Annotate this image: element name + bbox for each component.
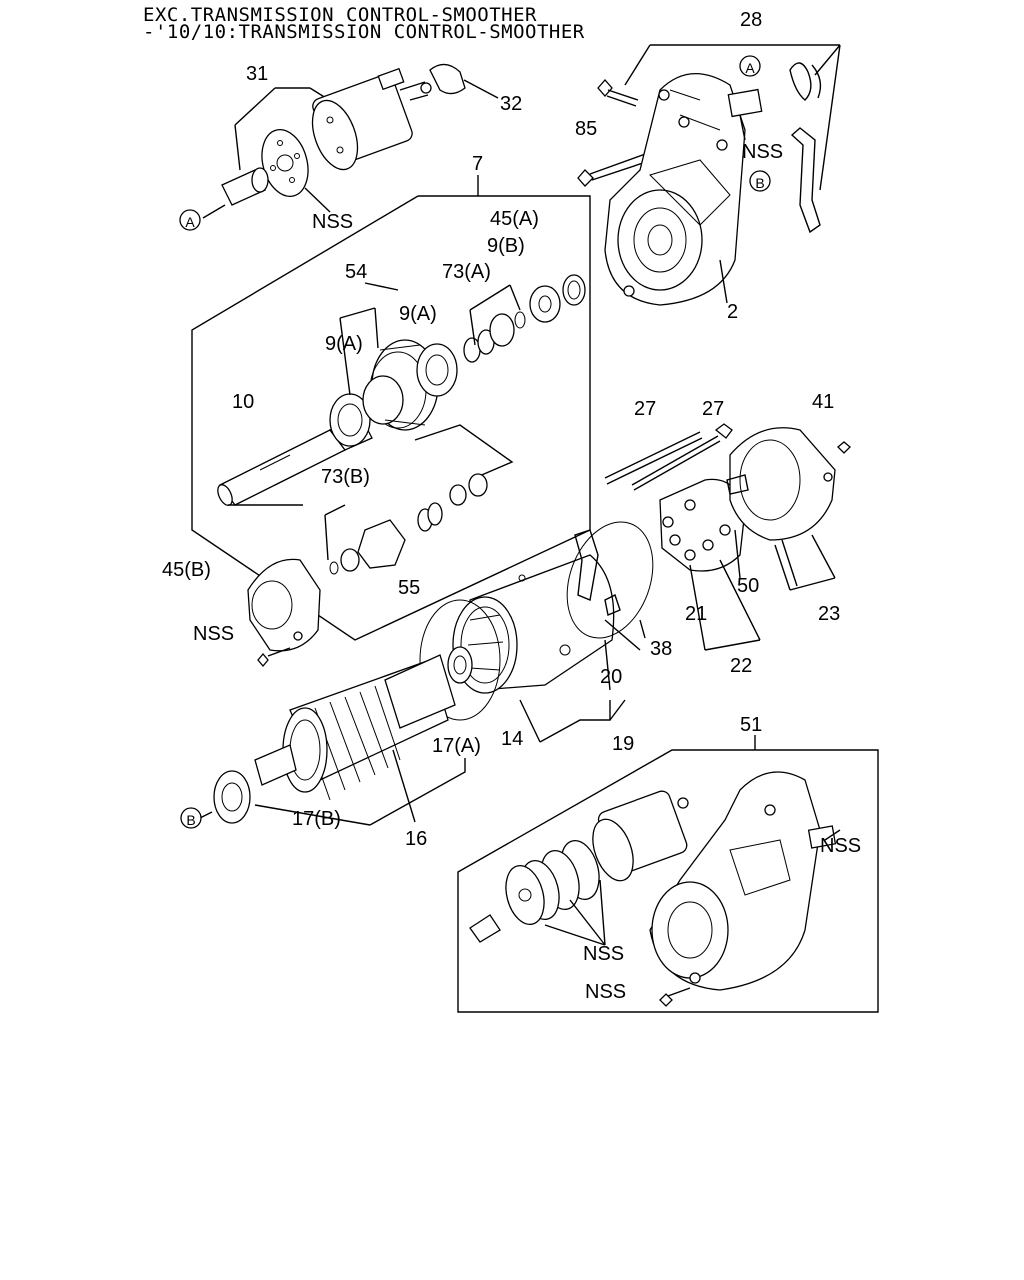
callout-7: 7 — [472, 153, 483, 175]
header-line-2: -'10/10:TRANSMISSION CONTROL-SMOOTHER — [143, 21, 585, 43]
callout-73b: 73(B) — [321, 466, 370, 488]
callout-23: 23 — [818, 603, 840, 625]
ref-marker-b — [180, 807, 202, 829]
callout-17b: 17(B) — [292, 808, 341, 830]
callout-2: 2 — [727, 301, 738, 323]
callout-45a: 45(A) — [490, 208, 539, 230]
callout-9a: 9(A) — [325, 333, 363, 355]
callout-nss: NSS — [583, 943, 624, 965]
field-yoke-assembly — [419, 521, 654, 743]
ref-label-b: B — [755, 175, 764, 191]
callout-21: 21 — [685, 603, 707, 625]
callout-nss: NSS — [312, 211, 353, 233]
ref-label-b: B — [186, 812, 195, 828]
ref-marker-a — [179, 209, 201, 231]
callout-50: 50 — [737, 575, 759, 597]
front-cover-45b — [247, 558, 321, 668]
callout-9a: 9(A) — [399, 303, 437, 325]
callout-nss: NSS — [193, 623, 234, 645]
ref-marker-b — [749, 170, 771, 192]
callout-54: 54 — [345, 261, 367, 283]
callout-10: 10 — [232, 391, 254, 413]
callout-31: 31 — [246, 63, 268, 85]
callout-17a: 17(A) — [432, 735, 481, 757]
armature-assembly — [199, 646, 473, 826]
callout-16: 16 — [405, 828, 427, 850]
callout-73a: 73(A) — [442, 261, 491, 283]
callout-nss: NSS — [742, 141, 783, 163]
callout-55: 55 — [398, 577, 420, 599]
callout-labels: 28 31 32 85 NSS NSS 7 45(A) 9(B) 73(A) 5… — [162, 9, 861, 1003]
callout-19: 19 — [612, 733, 634, 755]
callout-38: 38 — [650, 638, 672, 660]
callout-85: 85 — [575, 118, 597, 140]
callout-20: 20 — [600, 666, 622, 688]
callout-45b: 45(B) — [162, 559, 211, 581]
drive-gear-assembly — [191, 175, 591, 641]
callout-32: 32 — [500, 93, 522, 115]
reference-markers: A A B B — [179, 55, 771, 829]
ref-label-a: A — [185, 214, 195, 230]
callout-nss: NSS — [820, 835, 861, 857]
drive-housing — [577, 44, 841, 306]
callout-nss: NSS — [585, 981, 626, 1003]
end-frame-assembly — [604, 423, 851, 651]
callout-14: 14 — [501, 728, 523, 750]
callout-9b: 9(B) — [487, 235, 525, 257]
callout-41: 41 — [812, 391, 834, 413]
callout-27: 27 — [702, 398, 724, 420]
alternate-solenoid-box — [457, 735, 879, 1013]
ref-marker-a — [739, 55, 761, 77]
callout-51: 51 — [740, 714, 762, 736]
ref-label-a: A — [745, 60, 755, 76]
header-line-1: EXC.TRANSMISSION CONTROL-SMOOTHER — [143, 4, 537, 26]
callout-27: 27 — [634, 398, 656, 420]
callout-28: 28 — [740, 9, 762, 31]
callout-22: 22 — [730, 655, 752, 677]
solenoid-assembly — [202, 63, 499, 219]
